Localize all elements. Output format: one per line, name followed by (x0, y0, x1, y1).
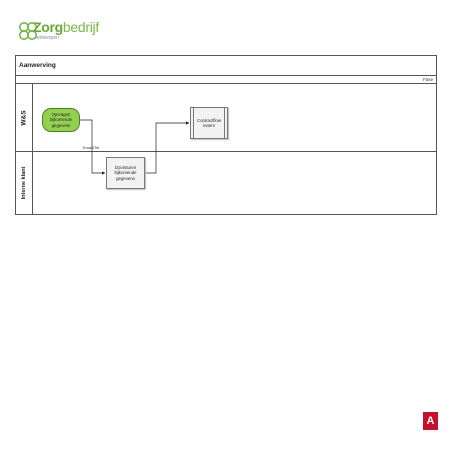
diagram-title: Aanwerving (19, 62, 56, 69)
task-doorsturen: Doorsturen bijkomende gegevens (106, 157, 145, 189)
logo-subtitle: Antwerpen (35, 35, 59, 41)
swimlane-diagram: Aanwerving Fase W&S Interne klant (15, 55, 437, 215)
diagram-title-bar: Aanwerving (16, 56, 436, 76)
lane-divider (16, 151, 436, 152)
lane-label-ws: W&S (16, 84, 33, 151)
phase-label: Fase (422, 77, 433, 82)
phase-bar: Fase (16, 76, 436, 84)
start-event-opvragen: Opvragen bijkomende gegevens (42, 108, 80, 132)
edge-start-to-forward (80, 119, 106, 175)
subprocess-contractflow: Contractflow extern (190, 107, 228, 139)
clover-logo-icon (19, 22, 37, 40)
lane-label-interne-klant: Interne klant (16, 152, 33, 214)
edge-forward-to-subprocess (145, 121, 190, 174)
logo-wordmark: Zorgbedrijf (33, 19, 99, 35)
edge-label-email-tel: Email/Tel (83, 145, 100, 150)
city-antwerp-logo-icon: A (423, 412, 438, 430)
